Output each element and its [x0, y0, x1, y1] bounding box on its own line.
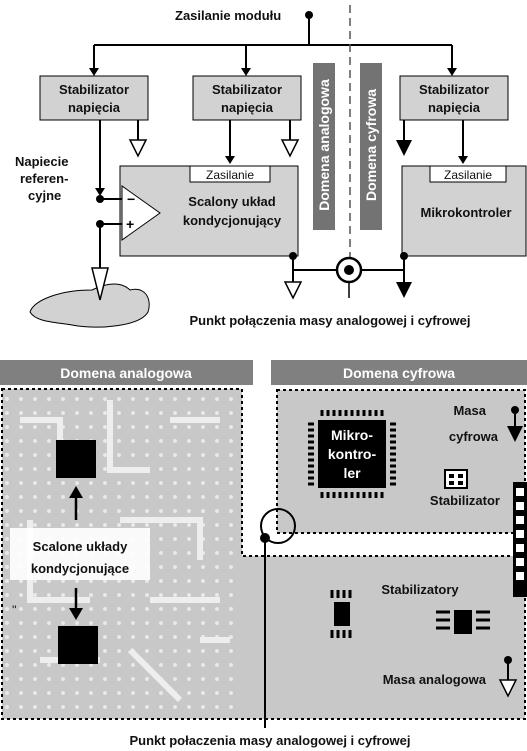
- arrow-reference-node: [95, 188, 105, 196]
- mcu-label: Mikrokontroler: [420, 205, 511, 220]
- regulator-3-label-line1: Stabilizator: [419, 82, 489, 97]
- mcu-chip-label-line3: ler: [343, 465, 361, 481]
- analog-domain-title: Domena analogowa: [60, 365, 192, 381]
- digital-ground-symbol-1: [396, 140, 412, 156]
- arrow-to-regulator-1: [89, 68, 99, 76]
- digital-domain-title: Domena cyfrowa: [343, 365, 455, 381]
- regulator-2-label-line2: napięcia: [221, 100, 274, 115]
- afe-supply-pin: [189, 165, 271, 183]
- afe-label-line2: kondycjonujący: [183, 213, 282, 228]
- analog-regulators-label: Stabilizatory: [381, 582, 459, 597]
- arrow-to-regulator-3: [447, 68, 457, 76]
- analog-domain-bar-label: Domena analogowa: [316, 79, 332, 211]
- mcu-supply-label: Zasilanie: [444, 168, 492, 182]
- digital-ground-symbol-pcb: [507, 426, 523, 442]
- side-mark: '': [12, 603, 17, 617]
- arrow-up-to-afe-1: [69, 486, 83, 498]
- reference-label-line1: Napiecie: [15, 154, 68, 169]
- afe-label-line1: Scalony układ: [188, 194, 275, 209]
- regulator-3-label-line2: napięcia: [428, 100, 481, 115]
- afe-chips-label-line2: kondycjonujące: [31, 561, 129, 576]
- digital-ground-symbol-2: [396, 282, 412, 298]
- op-amp-plus: +: [126, 216, 134, 232]
- digital-domain-bar-label: Domena cyfrowa: [363, 89, 379, 201]
- reference-label-line2: referen-: [20, 171, 68, 186]
- voltage-regulator-1: [39, 75, 149, 121]
- analog-domain-bar: [313, 63, 335, 230]
- analog-ground-symbol-1: [128, 139, 148, 158]
- afe-supply-label: Zasilanie: [206, 168, 254, 182]
- afe-chip-1: [56, 440, 96, 478]
- digital-ground-label-line2: cyfrowa: [449, 429, 499, 444]
- analog-ground-symbol-2: [280, 139, 300, 158]
- op-amp-minus: −: [127, 191, 135, 207]
- analog-regulator-2: [454, 610, 472, 634]
- regulator-2-label-line1: Stabilizator: [212, 82, 282, 97]
- analog-ground-symbol-3: [283, 281, 303, 300]
- analog-pcb-area-right: [242, 556, 525, 719]
- analog-domain-header: [0, 360, 253, 385]
- arrow-afe-supply: [225, 156, 235, 164]
- mcu-chip-label-line2: kontro-: [328, 446, 377, 462]
- regulator-1-label-line2: napięcia: [68, 100, 121, 115]
- digital-domain-bar: [360, 63, 382, 230]
- pcb-ground-junction-ring: [260, 508, 296, 544]
- arrow-down-to-afe-2: [69, 608, 83, 620]
- mcu-supply-pin: [429, 165, 507, 183]
- op-amp-symbol: [121, 185, 161, 241]
- regulator-footprint: [444, 469, 468, 489]
- top-block-diagram: Zasilanie modułu Stabilizator napięcia S…: [15, 5, 527, 328]
- animal-silhouette: [29, 283, 150, 328]
- analog-regulator-1: [334, 602, 350, 626]
- afe-chip-2: [58, 626, 98, 664]
- ground-junction-point: [344, 265, 354, 275]
- regulator-1-label-line1: Stabilizator: [59, 82, 129, 97]
- analog-ground-label: Masa analogowa: [383, 672, 487, 687]
- arrow-mcu-supply: [458, 156, 468, 164]
- afe-chips-label-line1: Scalone układy: [33, 539, 128, 554]
- arrow-to-regulator-2: [241, 68, 251, 76]
- bottom-pcb-layout: Domena analogowa Domena cyfrowa Mikro- k…: [0, 360, 527, 748]
- bottom-ground-junction-label: Punkt połaczenia masy analogowej i cyfro…: [129, 733, 410, 748]
- top-ground-junction-label: Punkt połączenia masy analogowej i cyfro…: [189, 313, 470, 328]
- regulator-label: Stabilizator: [430, 493, 500, 508]
- digital-pcb-area: [277, 390, 525, 533]
- electrode-ground-symbol: [91, 267, 109, 301]
- power-supply-label: Zasilanie modułu: [175, 8, 281, 23]
- voltage-regulator-3: [399, 75, 509, 121]
- digital-ground-label-line1: Masa: [453, 403, 486, 418]
- mcu-chip-pins: [308, 410, 396, 498]
- voltage-regulator-2: [192, 75, 302, 121]
- mcu-chip-label-line1: Mikro-: [331, 427, 373, 443]
- digital-domain-header: [271, 360, 527, 385]
- mcu-chip: [318, 420, 386, 488]
- edge-connector: [513, 482, 527, 597]
- analog-ground-symbol-pcb: [498, 679, 518, 698]
- reference-label-line3: cyjne: [28, 188, 61, 203]
- digital-domain-border: [276, 389, 526, 534]
